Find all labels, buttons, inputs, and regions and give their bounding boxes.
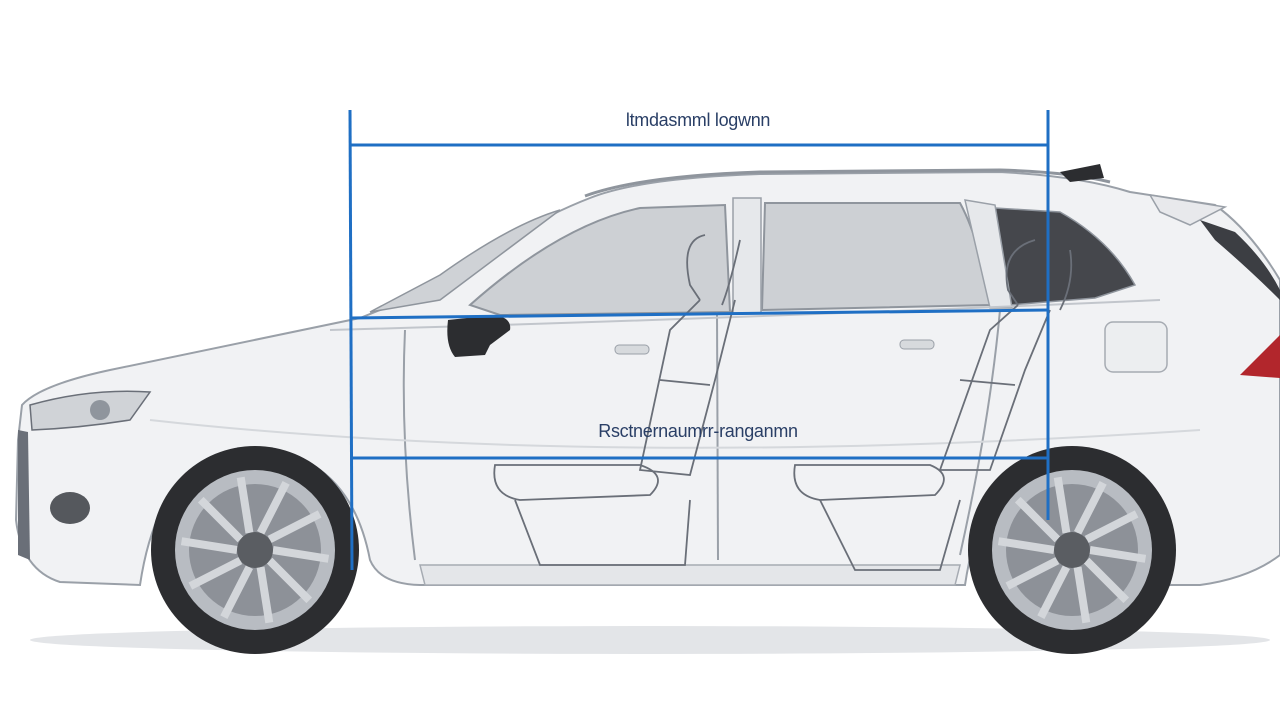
wheel-spoke — [236, 476, 254, 534]
wheel-spoke — [267, 510, 322, 543]
rear-spoiler — [1148, 194, 1228, 226]
wheel-spoke — [257, 481, 290, 535]
middle-dimension-label: Rsctnernaumrr-ranganmn — [598, 421, 797, 441]
front-door-seam — [402, 329, 416, 561]
wheel-spoke — [256, 566, 274, 624]
windshield — [369, 209, 561, 313]
fog-light — [50, 492, 90, 524]
wheel-spoke — [1089, 546, 1147, 563]
wheel-spoke — [1005, 557, 1060, 590]
wheel-spoke — [1014, 496, 1061, 543]
wheel-spoke — [997, 537, 1055, 554]
middle-door-seam — [716, 311, 719, 561]
wheel-spoke — [180, 537, 238, 554]
car-side-silhouette — [14, 164, 1280, 587]
mid-upper-line — [349, 308, 1049, 320]
wheel-spoke — [188, 557, 243, 590]
wheel-spoke — [197, 496, 244, 543]
rear-window — [1200, 220, 1280, 300]
ground-shadow — [30, 626, 1270, 654]
wheel-spoke — [1074, 481, 1107, 535]
wheel-spoke — [266, 557, 313, 604]
rear-wheel-icon — [968, 446, 1176, 654]
headlight — [29, 390, 152, 431]
wheel-spoke — [1073, 566, 1091, 624]
rear-door-handle — [899, 339, 935, 350]
roof-spoiler — [1060, 164, 1104, 182]
front-door-handle — [614, 344, 650, 355]
wheel-spoke — [1084, 510, 1139, 543]
rear-door-seam — [959, 309, 1001, 556]
fuel-door — [1104, 321, 1168, 373]
rocker-panel — [419, 564, 961, 586]
interior-seats — [493, 234, 1073, 571]
c-pillar — [964, 199, 1013, 309]
wheel-spoke — [220, 565, 253, 619]
dimension-lines — [348, 109, 1050, 571]
headlight-lens — [90, 400, 110, 420]
rear-seat-outline — [793, 239, 1073, 571]
left-extension-line — [348, 109, 354, 571]
top-dimension-label: ltmdasmml logwnn — [626, 110, 770, 130]
wheel-spoke — [1053, 476, 1071, 534]
rear-side-window — [760, 202, 992, 312]
wheel-spoke — [1037, 565, 1070, 619]
lower-character-line — [149, 419, 1201, 449]
front-side-window — [468, 203, 732, 317]
wheel-spoke — [272, 546, 330, 563]
wheel-spoke — [1083, 557, 1130, 604]
character-line — [329, 299, 1161, 331]
front-grille — [18, 430, 30, 560]
tail-light — [1240, 335, 1280, 378]
front-wheel-icon — [151, 446, 359, 654]
front-seat-outline — [493, 234, 741, 566]
side-mirror — [447, 315, 511, 357]
